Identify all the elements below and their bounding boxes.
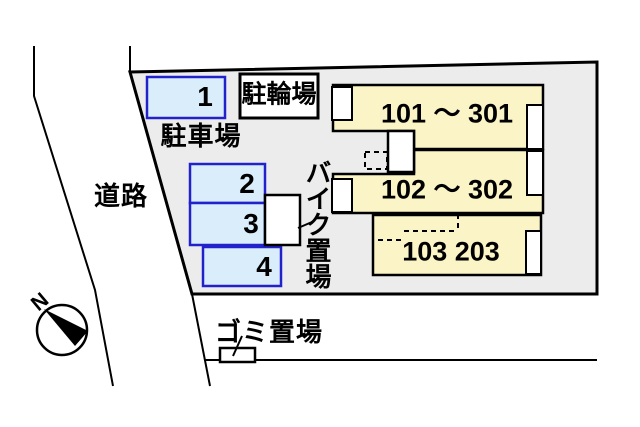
bicycle-parking-label: 駐輪場 [241,80,317,109]
bike-storage-label: バイク置場 [302,159,332,289]
balcony-box-right-2 [526,150,544,196]
bicycle-parking-box [238,72,320,120]
parking-space-4-number: 4 [256,251,272,282]
garbage-box [218,346,257,364]
entrance-box-unit102 [331,178,353,213]
balcony-box-right-3 [525,230,542,275]
road-left-edge-line [33,46,114,387]
garbage-leader-line [232,335,243,357]
balcony-box-right-1 [526,104,544,150]
parking-space-2-number: 2 [239,168,255,199]
parking-space-1-box [145,75,227,120]
parking-space-3-number: 3 [243,208,259,239]
dashed-utility-box [364,151,388,170]
parking-space-4-box [201,245,283,288]
motorcycle-parking-box [263,193,302,247]
parking-lot-label: 駐車場 [160,121,242,151]
garbage-area-label: ゴミ置場 [214,317,324,347]
motorcycle-leader-line [297,221,313,229]
entrance-box-unit101 [331,86,353,121]
road-label: 道路 [93,181,149,211]
unit-103-203-label: 103 203 [402,236,500,267]
unit-101-301-label: 101 ～ 301 [380,98,514,129]
compass-needle [44,309,88,346]
stairwell-box [386,129,416,174]
parking-space-1-number: 1 [197,81,213,112]
unit-102-302-label: 102 ～ 302 [380,174,514,205]
lot-edge-extension-line [191,293,211,387]
